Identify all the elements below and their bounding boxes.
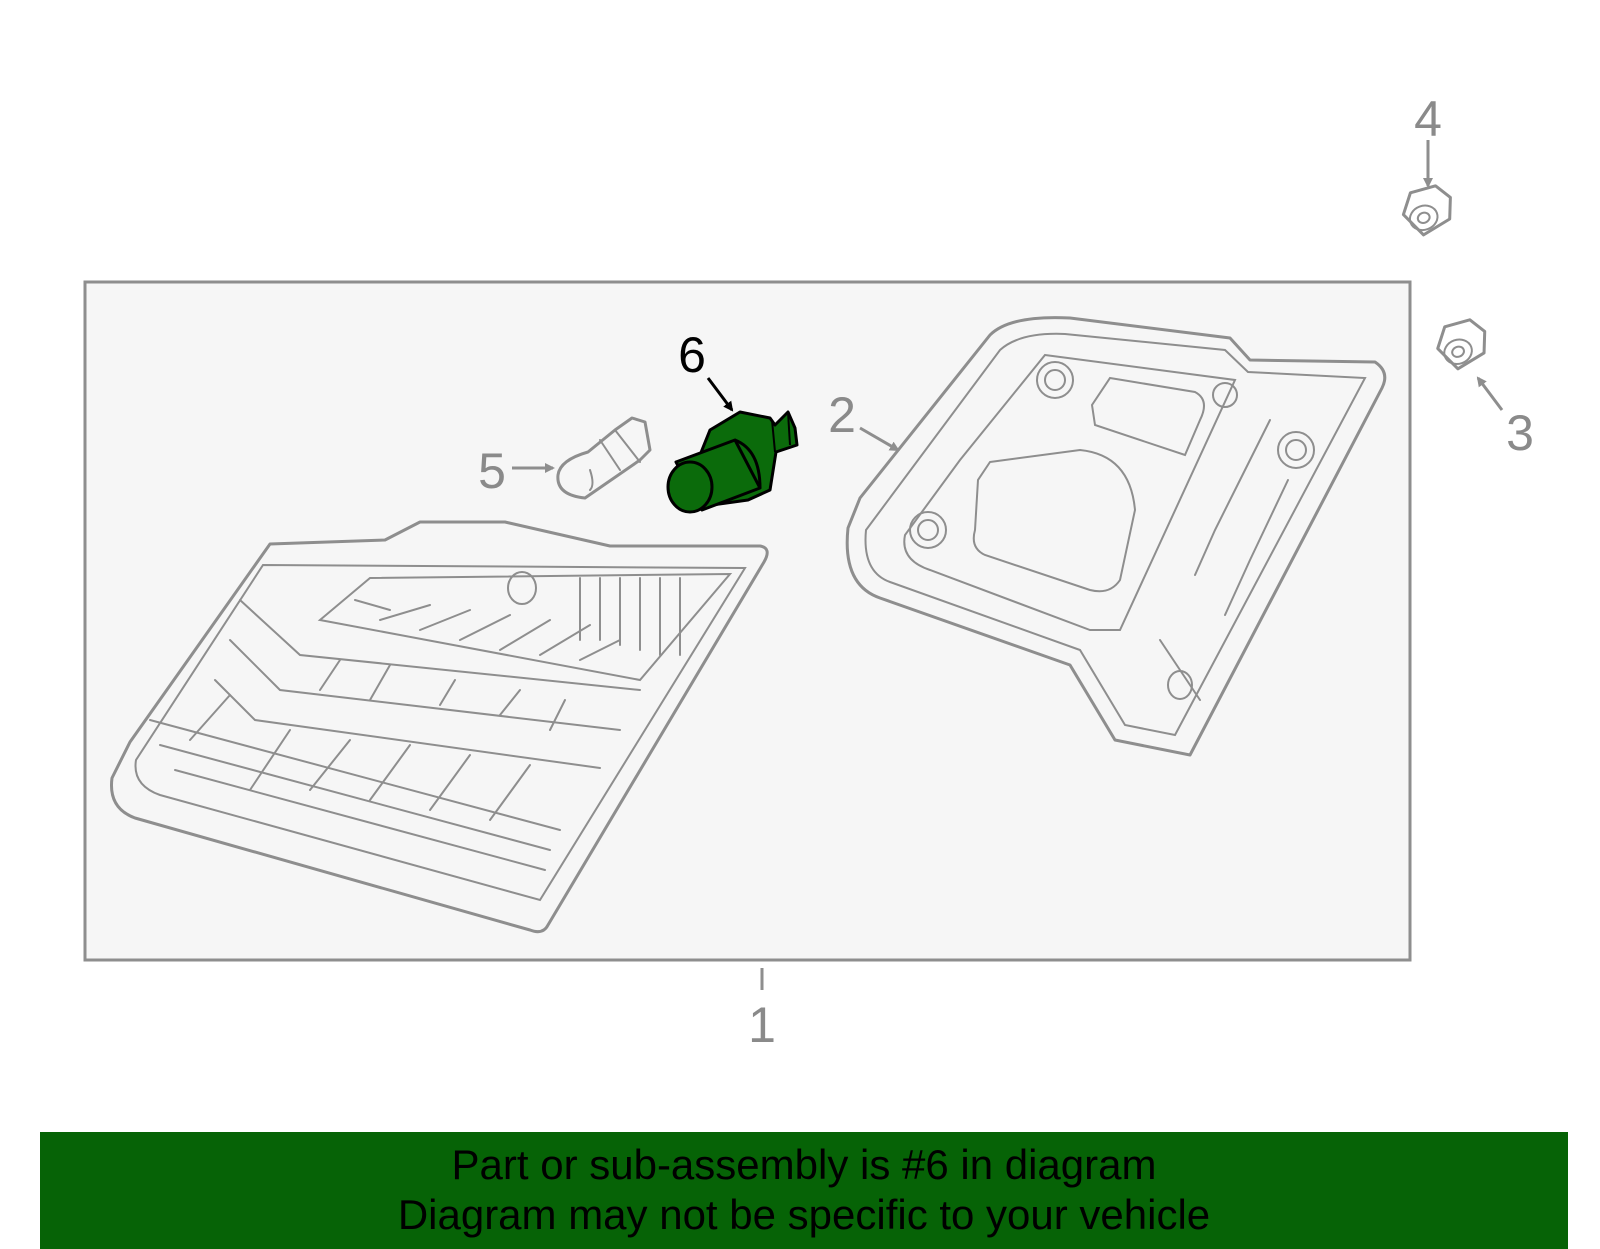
leader-3 xyxy=(1476,376,1504,411)
banner-line-1: Part or sub-assembly is #6 in diagram xyxy=(451,1141,1157,1188)
nut-4[interactable] xyxy=(1397,181,1459,239)
callout-3: 3 xyxy=(1506,405,1534,461)
leader-2 xyxy=(859,426,900,452)
callout-1: 1 xyxy=(748,997,776,1053)
callout-5: 5 xyxy=(478,443,506,499)
callout-6: 6 xyxy=(678,327,706,383)
banner-line-2: Diagram may not be specific to your vehi… xyxy=(397,1191,1211,1238)
assembly-panel xyxy=(83,280,1412,962)
nut-3[interactable] xyxy=(1432,314,1494,372)
info-banner: Part or sub-assembly is #6 in diagram Di… xyxy=(40,1132,1568,1249)
callout-2: 2 xyxy=(828,387,856,443)
socket-6[interactable] xyxy=(666,410,799,514)
tail-lamp-housing[interactable] xyxy=(109,520,769,934)
lamp-body[interactable] xyxy=(845,316,1387,757)
bulb-5[interactable] xyxy=(556,416,652,500)
callout-4: 4 xyxy=(1414,91,1442,147)
leader-6 xyxy=(706,377,734,412)
